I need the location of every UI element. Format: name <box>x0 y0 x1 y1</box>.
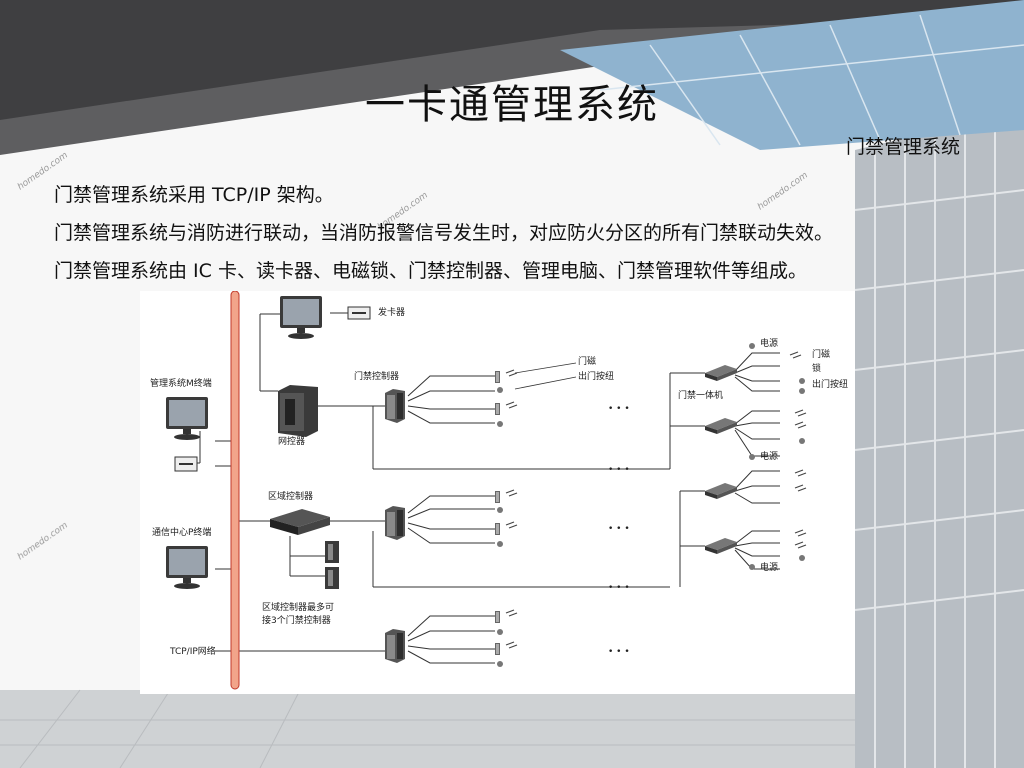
all-in-one-icon <box>705 483 737 499</box>
aio-peripherals <box>789 351 807 561</box>
all-in-one-icon <box>705 418 737 434</box>
description-line: 门禁管理系统由 IC 卡、读卡器、电磁锁、门禁控制器、管理电脑、门禁管理软件等组… <box>54 260 807 282</box>
door-controller-icon <box>385 506 405 540</box>
area-controller-label: 区域控制器 <box>268 490 313 502</box>
ellipsis: • • • <box>608 465 630 475</box>
mgmt-terminal-icon <box>166 397 208 440</box>
ellipsis: • • • <box>608 404 630 414</box>
all-in-one-icon <box>705 365 737 381</box>
door-magnet-label: 门磁 <box>812 348 830 360</box>
card-issuer-icon <box>347 306 371 320</box>
power-label: 电源 <box>760 561 778 573</box>
network-controller-icon <box>278 385 318 437</box>
door-readers-group-3 <box>495 609 518 667</box>
exit-button-label: 出门按纽 <box>578 370 614 382</box>
area-note-line: 接3个门禁控制器 <box>262 614 331 626</box>
network-controller-label: 网控器 <box>278 435 305 447</box>
door-controller-label: 门禁控制器 <box>354 370 399 382</box>
power-icon <box>749 343 755 570</box>
card-issuer-computer-icon <box>280 296 322 339</box>
door-readers-group-1 <box>495 369 518 427</box>
area-note-line: 区域控制器最多可 <box>262 601 334 613</box>
ellipsis: • • • <box>608 647 630 657</box>
door-magnet-label: 门磁 <box>578 355 596 367</box>
network-trunk <box>230 291 240 690</box>
door-readers-group-2 <box>495 489 518 547</box>
description-list: 门禁管理系统采用 TCP/IP 架构。 门禁管理系统与消防进行联动，当消防报警信… <box>54 180 994 294</box>
mgmt-terminal-label: 管理系统M终端 <box>150 377 212 389</box>
lock-label: 锁 <box>812 362 821 374</box>
all-in-one-label: 门禁一体机 <box>678 389 723 401</box>
card-issuer-label: 发卡器 <box>378 306 405 318</box>
description-line: 门禁管理系统与消防进行联动，当消防报警信号发生时，对应防火分区的所有门禁联动失效… <box>54 222 834 244</box>
exit-button-label: 出门按纽 <box>812 378 848 390</box>
all-in-one-icon <box>705 538 737 554</box>
tcpip-label: TCP/IP网络 <box>169 645 216 657</box>
description-line: 门禁管理系统采用 TCP/IP 架构。 <box>54 184 334 206</box>
comm-center-terminal-icon <box>166 546 208 589</box>
mgmt-card-reader-icon <box>174 456 198 472</box>
power-label: 电源 <box>760 450 778 462</box>
slide-subtitle: 门禁管理系统 <box>845 136 960 158</box>
sub-controller-icon <box>325 567 339 589</box>
comm-center-label: 通信中心P终端 <box>152 526 211 538</box>
power-label: 电源 <box>760 337 778 349</box>
ellipsis: • • • <box>608 524 630 534</box>
area-controller-icon <box>270 509 330 535</box>
door-controller-icon <box>385 389 405 423</box>
access-control-diagram: 发卡器 管理系统M终端 网控器 门禁控制器 门磁 出门按纽 • • • • • … <box>140 291 855 694</box>
sub-controller-icon <box>325 541 339 563</box>
ellipsis: • • • <box>608 583 630 593</box>
door-controller-icon <box>385 629 405 663</box>
slide-title: 一卡通管理系统 <box>365 82 659 128</box>
